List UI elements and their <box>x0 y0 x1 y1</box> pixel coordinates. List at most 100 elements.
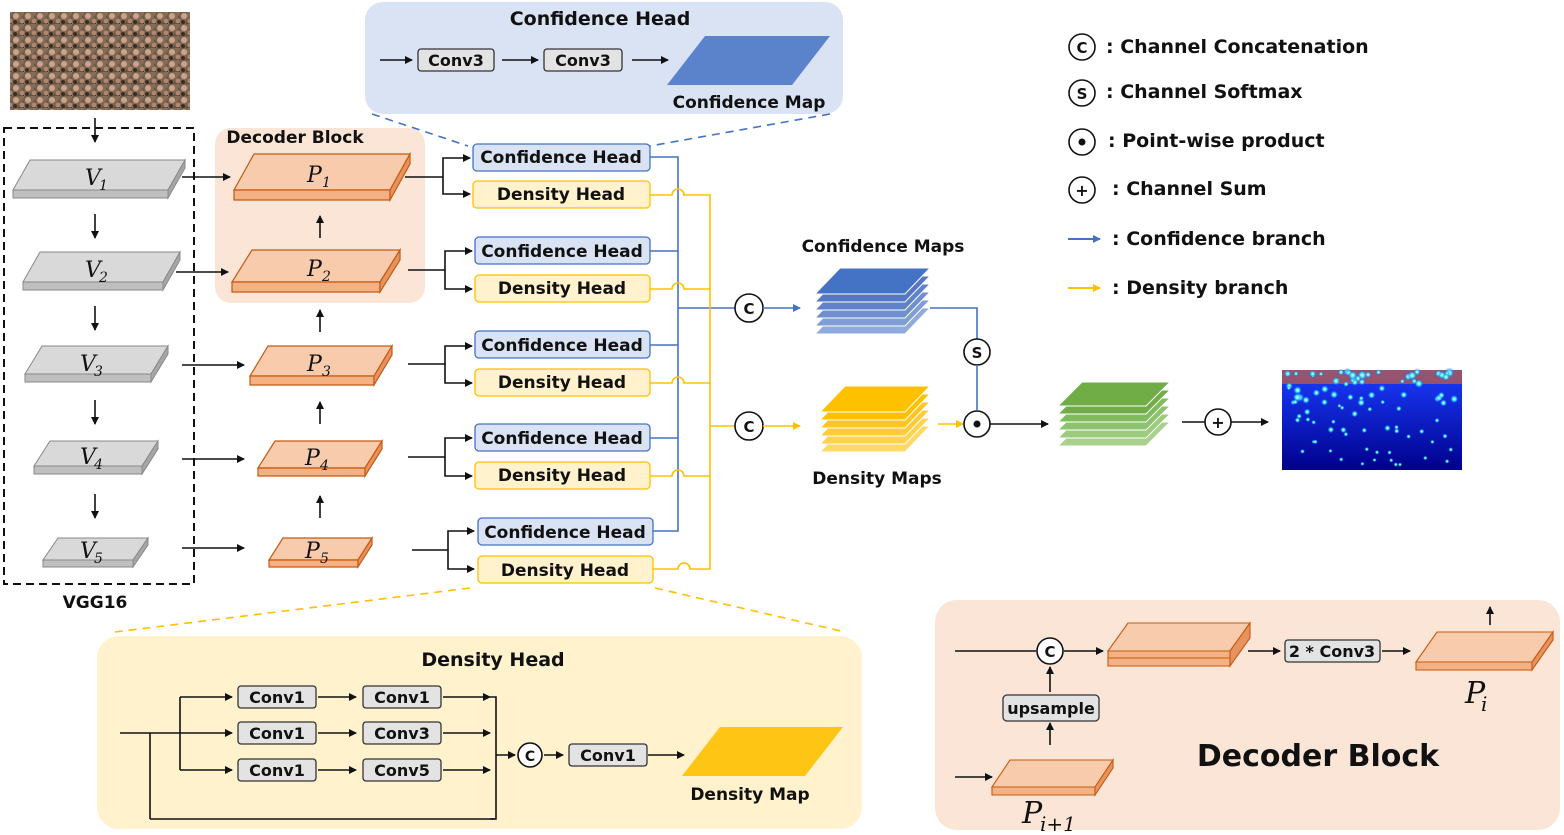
svg-text:C: C <box>743 418 754 436</box>
svg-text:P: P <box>306 163 323 188</box>
decoder-detail-output-sub: i <box>1481 692 1487 716</box>
decoder-detail-convs <box>1284 639 1381 663</box>
heatmap-blob <box>1399 378 1406 384</box>
backbone-layer-v4: V4 <box>33 439 159 476</box>
svg-text:Confidence Head: Confidence Head <box>481 429 643 449</box>
svg-text:P: P <box>306 257 323 282</box>
heatmap-blob <box>1406 434 1412 439</box>
heatmap-blob <box>1330 419 1336 425</box>
heatmap-blob <box>1430 439 1435 445</box>
svg-text:Density Head: Density Head <box>498 279 626 299</box>
heatmap-blob <box>1347 370 1358 381</box>
heatmap-blob <box>1357 398 1366 407</box>
svg-text:2: 2 <box>98 270 108 286</box>
conf-zoom-line-left <box>371 113 469 147</box>
svg-text:: Channel Softmax: : Channel Softmax <box>1106 81 1303 103</box>
dens-panel-concat: C <box>517 742 543 768</box>
heatmap-blob <box>1380 399 1386 405</box>
heatmap-blob <box>1393 428 1400 434</box>
svg-text:Conv5: Conv5 <box>374 761 430 780</box>
backbone-layer-v1: V1 <box>12 158 186 200</box>
heatmap-blob <box>1292 392 1302 402</box>
svg-text:V: V <box>80 539 98 564</box>
svg-text:Conv1: Conv1 <box>249 688 305 707</box>
heatmap-blob <box>1378 384 1386 393</box>
heatmap-blob <box>1286 385 1292 391</box>
dens-zoom-line-right <box>654 587 846 633</box>
backbone-layer-v2: V2 <box>22 250 181 292</box>
backbone-layer-v3: V3 <box>24 344 169 384</box>
decoder-detail-input-label: P <box>1021 796 1043 831</box>
svg-text:2: 2 <box>321 269 331 285</box>
vgg16-label: VGG16 <box>63 593 128 613</box>
decoder-detail-wiring <box>955 606 1494 781</box>
svg-text:1: 1 <box>99 178 108 194</box>
svg-text:: Density branch: : Density branch <box>1112 277 1288 299</box>
heatmap-blob <box>1320 398 1329 406</box>
dens-zoom-line-left <box>114 587 471 633</box>
svg-text:Conv1: Conv1 <box>580 746 636 765</box>
decoder-detail-title: Decoder Block <box>1197 739 1440 774</box>
branch-buses <box>650 156 735 570</box>
svg-text:Conv3: Conv3 <box>428 51 484 70</box>
dens-conv-r2-b <box>362 721 442 745</box>
heatmap-blob <box>1303 408 1311 416</box>
legend: C : Channel Concatenation S : Channel So… <box>1068 33 1369 299</box>
heatmap-blob <box>1387 450 1392 455</box>
heatmap-blob <box>1328 448 1333 454</box>
head-row-2: Confidence Head Density Head <box>474 236 651 303</box>
heatmap-blob <box>1312 388 1321 397</box>
heatmap-blob <box>1331 376 1341 386</box>
heatmap-blob <box>1312 439 1318 445</box>
heatmap-blob <box>1293 385 1303 395</box>
heatmap-blob <box>1388 458 1394 463</box>
heatmap-blob <box>1329 390 1339 399</box>
svg-text:5: 5 <box>94 551 103 567</box>
density-map-shape <box>682 727 843 776</box>
heatmap-blob <box>1418 428 1425 435</box>
decoder-detail-concat-slab <box>1106 621 1252 668</box>
heatmap-blob <box>1367 406 1373 412</box>
heatmap-blob <box>1393 462 1399 467</box>
softmax-node: S <box>963 338 991 366</box>
svg-text:V: V <box>80 445 98 470</box>
heatmap-blob <box>1437 391 1445 399</box>
heatmap-blob <box>1441 372 1451 382</box>
heatmap-blob <box>1444 458 1450 464</box>
conf-panel-conv-b <box>543 48 623 72</box>
heatmap-blob <box>1400 391 1408 399</box>
decoder-block-label: Decoder Block <box>226 128 364 148</box>
heatmap-blob <box>1327 426 1335 434</box>
svg-text:3: 3 <box>94 364 103 380</box>
heatmap-blob <box>1308 370 1317 378</box>
confidence-map-label: Confidence Map <box>673 93 826 113</box>
confidence-maps-stack <box>813 267 932 335</box>
heatmap-blob <box>1300 448 1305 454</box>
concat-confidence: C <box>734 293 764 323</box>
conf-to-softmax <box>930 307 978 340</box>
heatmap-blob <box>1337 368 1345 376</box>
confidence-head-panel-title: Confidence Head <box>510 8 691 30</box>
svg-text:: Point-wise product: : Point-wise product <box>1108 130 1325 152</box>
density-maps-stack <box>818 385 932 453</box>
pointwise-product-node <box>963 410 991 438</box>
heatmap-blob <box>1293 370 1299 377</box>
legend-confidence-branch: : Confidence branch <box>1068 228 1326 250</box>
svg-text:: Channel Sum: : Channel Sum <box>1112 178 1267 200</box>
density-head-panel-title: Density Head <box>421 649 564 671</box>
dens-conv-r1-b <box>362 685 442 709</box>
svg-text:C: C <box>525 749 535 765</box>
density-maps-label: Density Maps <box>812 469 942 489</box>
head-forks <box>405 154 475 573</box>
svg-text:upsample: upsample <box>1007 699 1095 718</box>
head-row-3: Confidence Head Density Head <box>474 330 651 397</box>
upsample-box <box>1002 694 1100 722</box>
dens-panel-final-conv <box>568 743 648 767</box>
svg-text:Conv3: Conv3 <box>555 51 611 70</box>
heatmap-blob <box>1395 405 1402 412</box>
decoder-detail-concat: C <box>1036 637 1064 665</box>
svg-text:2 * Conv3: 2 * Conv3 <box>1289 642 1375 661</box>
